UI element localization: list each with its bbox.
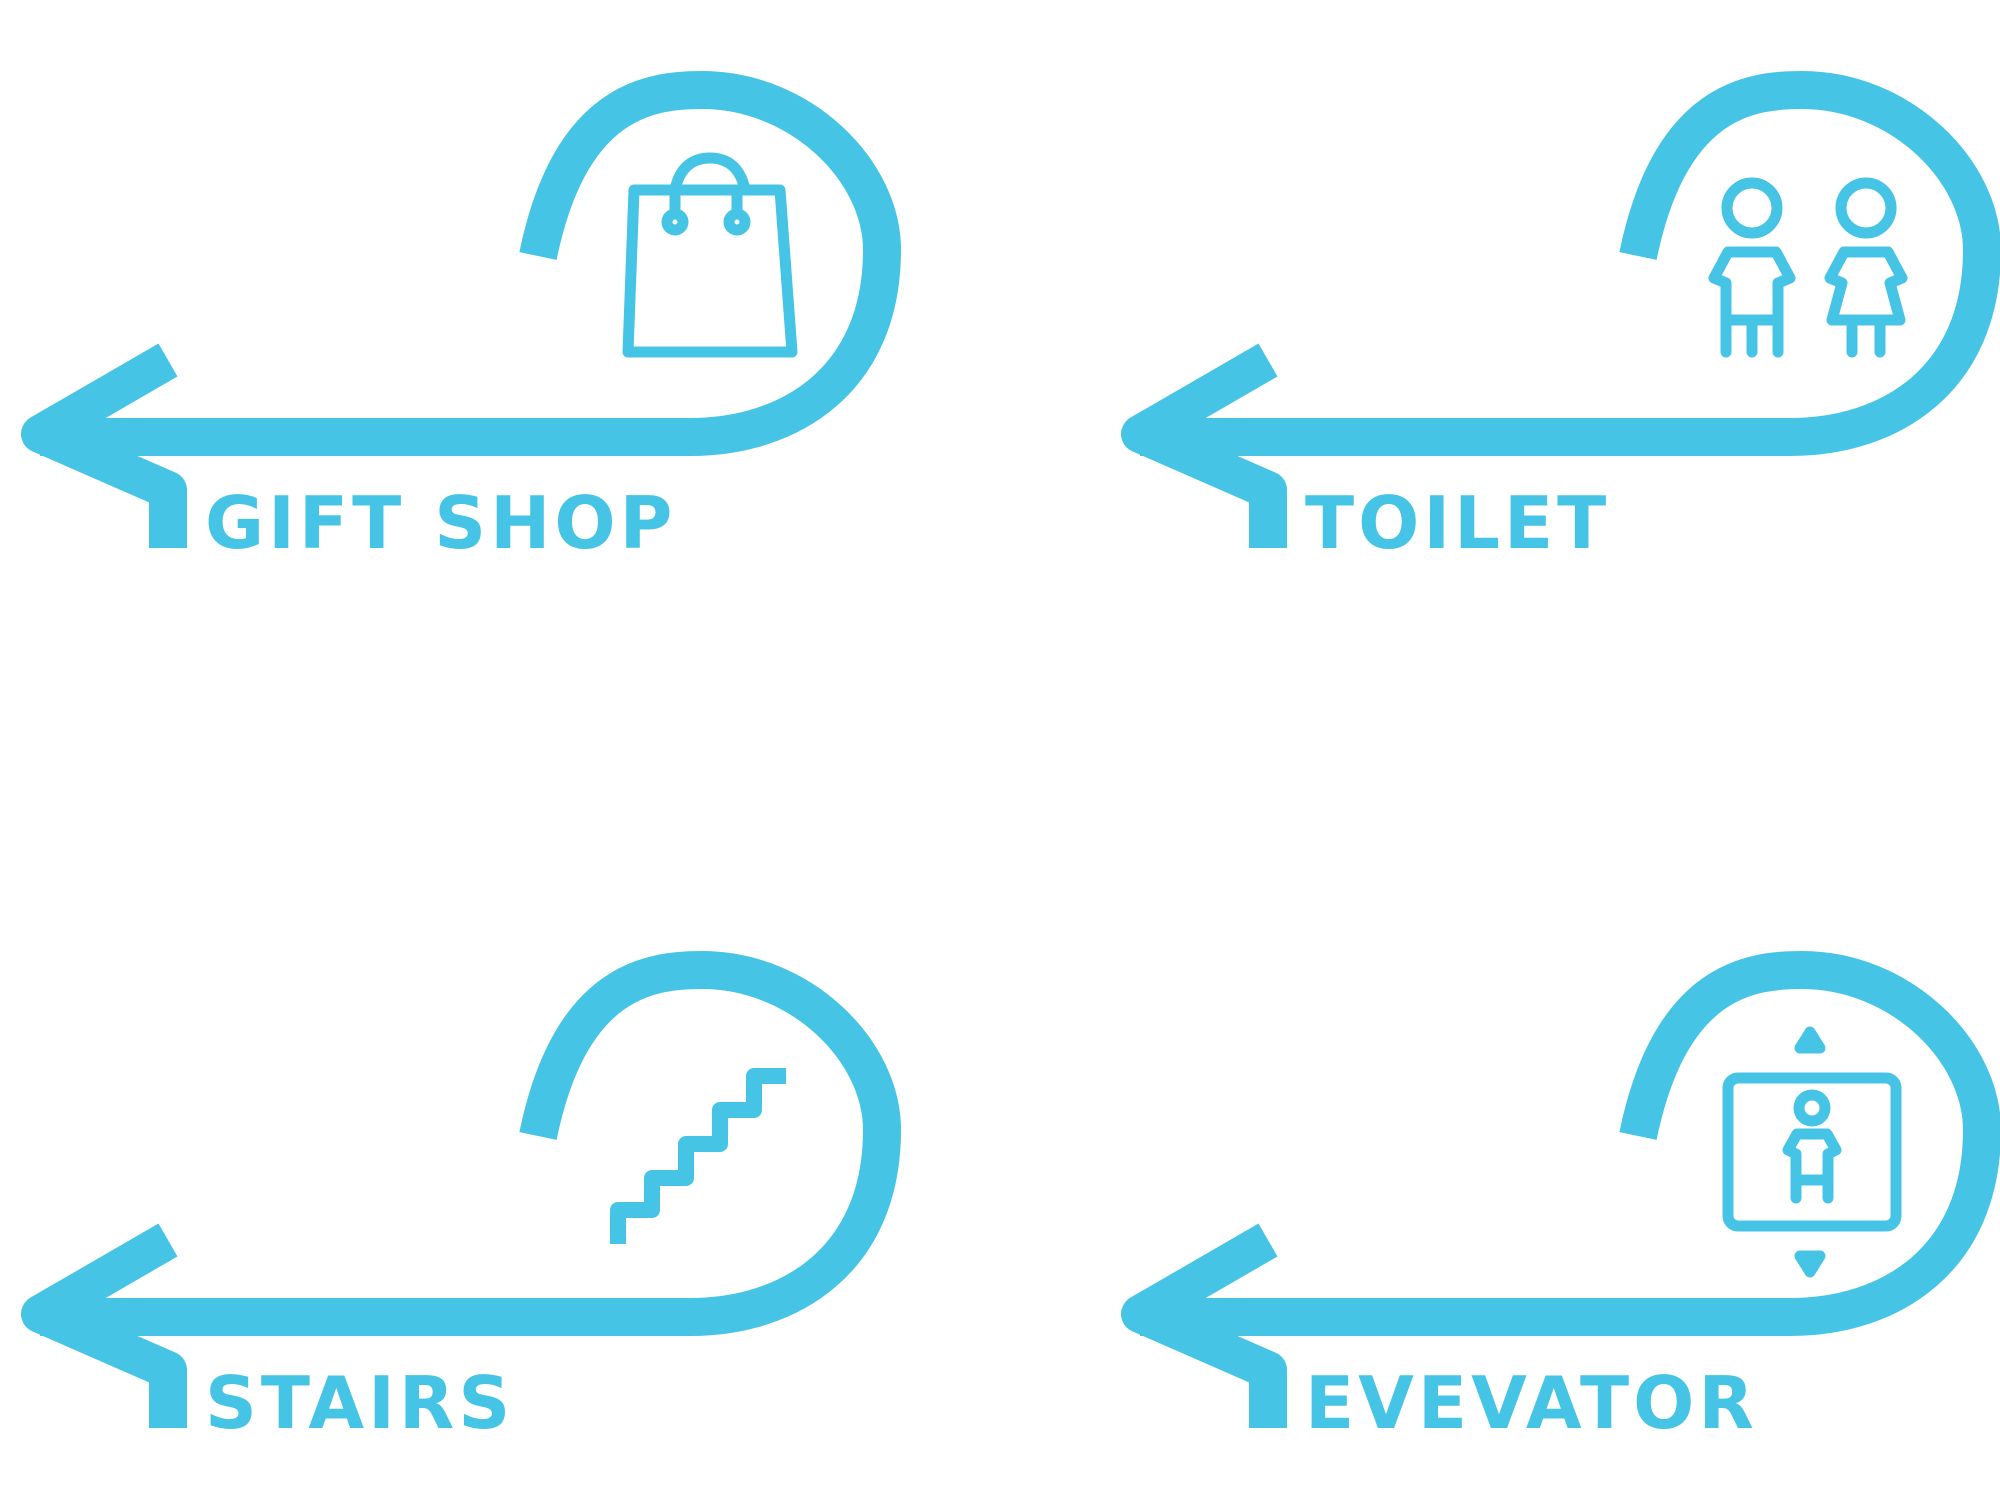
elevator-icon [1722,1026,1902,1278]
arrow-left-icon [40,970,882,1428]
sign-stairs: STAIRS [40,970,882,1445]
sign-label-gift-shop: GIFT SHOP [205,481,676,565]
sign-label-toilet: TOILET [1305,481,1610,565]
sign-toilet: TOILET [1140,90,1982,565]
shopping-bag-icon [622,152,798,358]
sign-gift-shop: GIFT SHOP [40,90,882,565]
stairs-icon [610,1068,786,1244]
restroom-people-icon [1708,177,1908,358]
arrow-left-icon [40,90,882,548]
sign-label-stairs: STAIRS [205,1361,514,1445]
sign-label-elevator: EVEVATOR [1305,1361,1758,1445]
sign-elevator: EVEVATOR [1140,970,1982,1445]
arrow-left-icon [1140,970,1982,1428]
